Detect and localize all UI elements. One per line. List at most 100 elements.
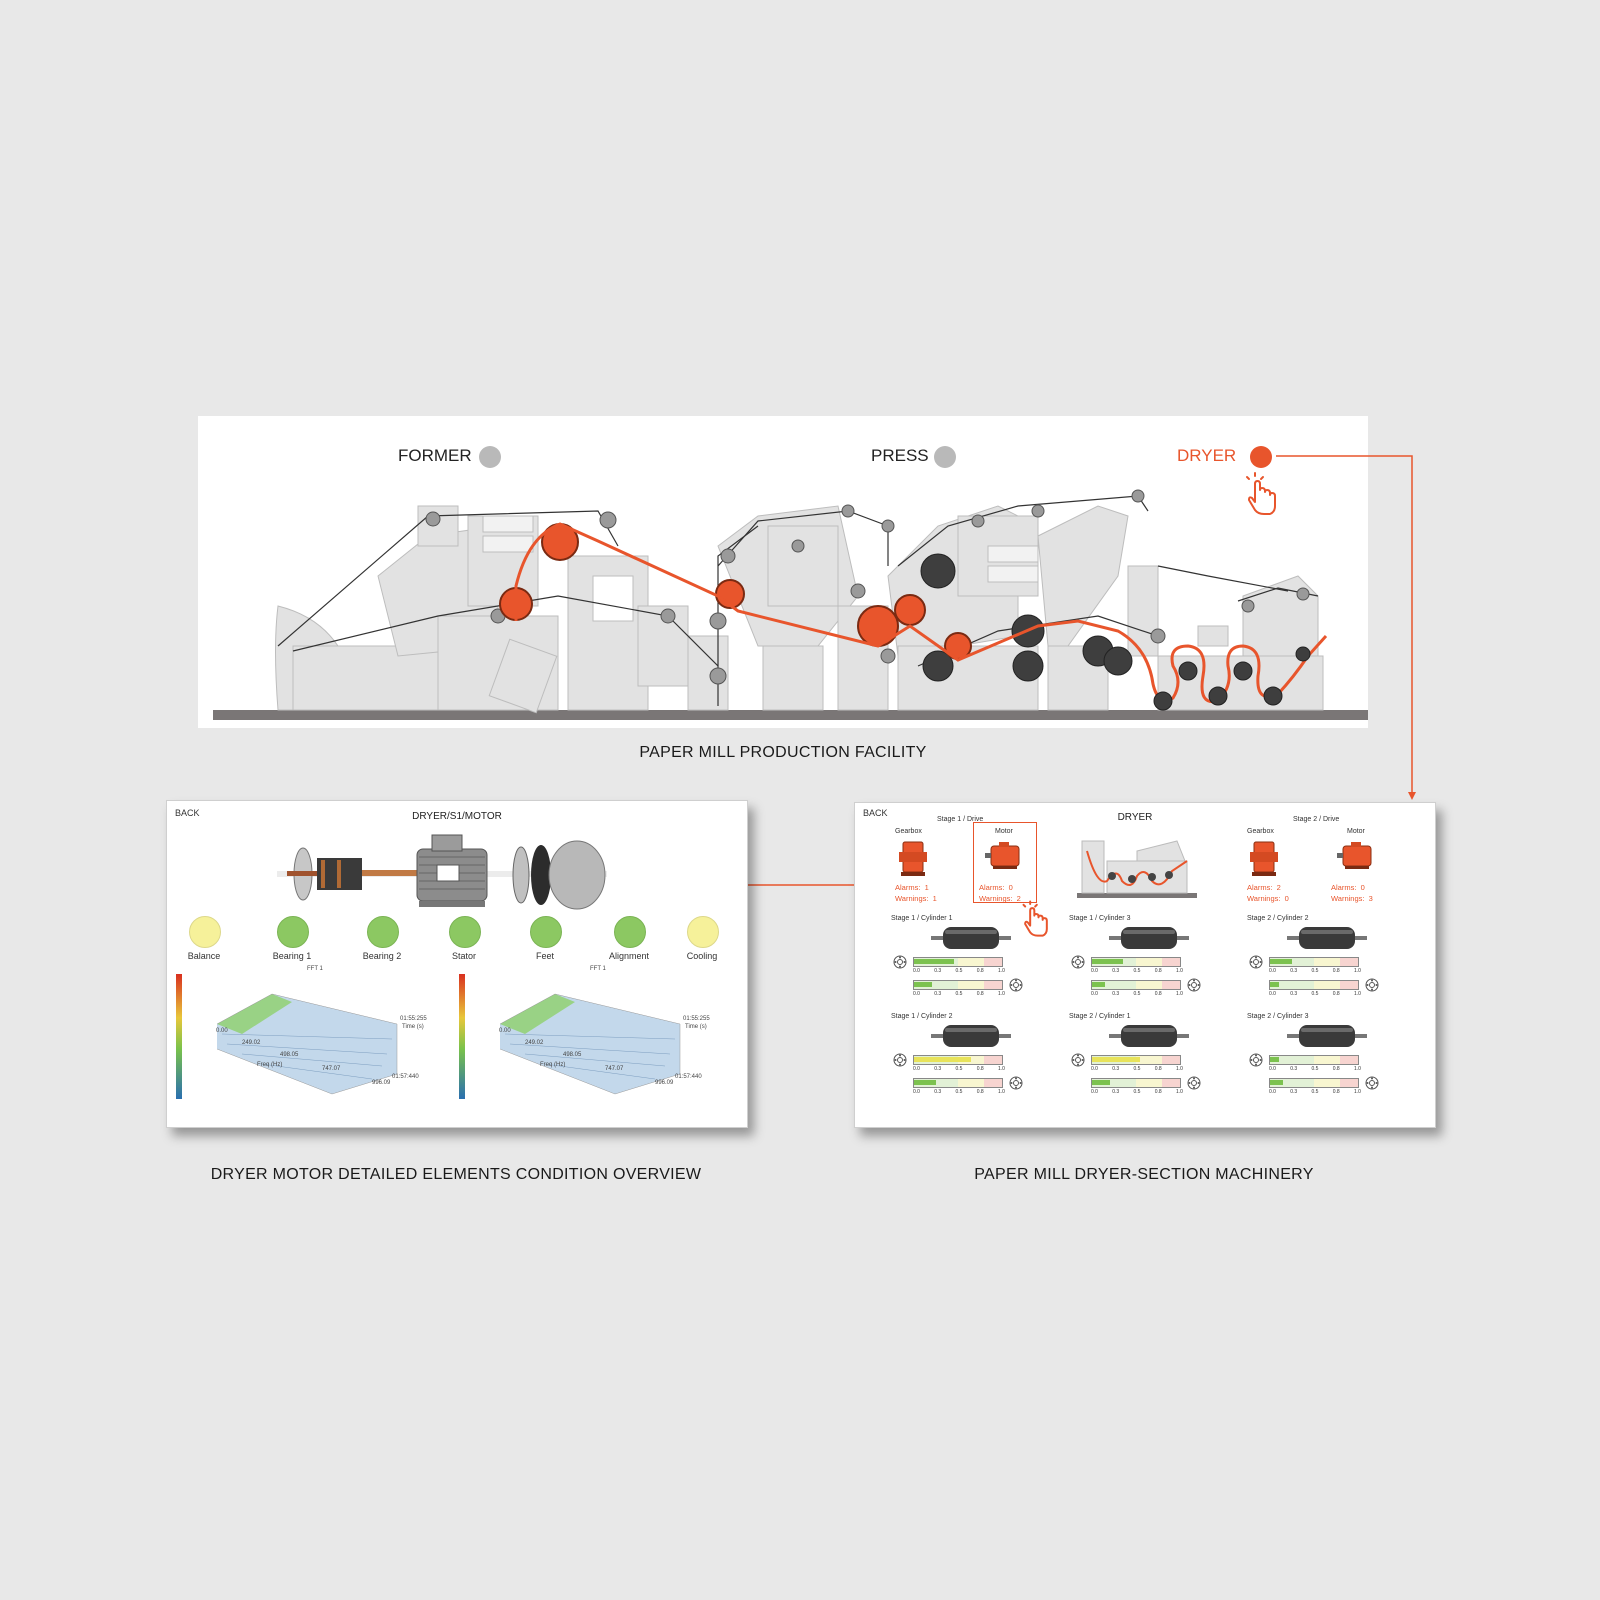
back-button[interactable]: BACK bbox=[863, 808, 888, 818]
section-press-label[interactable]: PRESS bbox=[871, 446, 929, 465]
bearing-icon bbox=[1009, 1076, 1023, 1090]
fft-plot-2[interactable]: FFT 1 0.00 249.02 498.05 747.07 bbox=[455, 966, 725, 1124]
condition-gauge bbox=[913, 957, 1003, 967]
stage1-motor-card[interactable] bbox=[973, 822, 1037, 903]
fft1-time-start: 01:55:255 bbox=[400, 1016, 427, 1022]
condition-gauge bbox=[1269, 957, 1359, 967]
gauge-tick: 0.5 bbox=[1311, 1066, 1319, 1072]
section-dryer-label[interactable]: DRYER bbox=[1177, 446, 1237, 465]
condition-gauge bbox=[913, 980, 1003, 990]
stage1-gearbox-warnings: Warnings: 1 bbox=[895, 894, 937, 903]
cylinder-title: Stage 1 / Cylinder 3 bbox=[1069, 915, 1131, 922]
dryer-screen-title: DRYER bbox=[1117, 812, 1153, 823]
gauge-tick: 0.3 bbox=[1112, 1089, 1120, 1095]
gauge-tick: 0.0 bbox=[1091, 968, 1098, 974]
stage1-motor-warnings: Warnings: 2 bbox=[979, 894, 1021, 903]
gauge-tick: 0.8 bbox=[1154, 1066, 1162, 1072]
fft-plot-1-title: FFT 1 bbox=[307, 966, 323, 972]
indicator-bearing-1[interactable] bbox=[277, 916, 309, 948]
indicator-balance-label: Balance bbox=[187, 951, 221, 961]
dryer-section-thumbnail bbox=[1077, 840, 1197, 898]
dryer-cylinder-icon bbox=[1109, 1025, 1189, 1047]
stage1-motor-label: Motor bbox=[995, 828, 1013, 835]
indicator-balance[interactable] bbox=[189, 916, 221, 948]
gauge-tick: 0.8 bbox=[976, 968, 984, 974]
gauge-tick: 0.5 bbox=[1311, 991, 1319, 997]
gauge-tick: 1.0 bbox=[998, 1089, 1005, 1095]
exploded-motor-illustration bbox=[277, 834, 607, 910]
fft2-freq-tick: 498.05 bbox=[563, 1052, 582, 1058]
gauge-tick: 0.3 bbox=[1112, 991, 1120, 997]
section-former-status-dot[interactable] bbox=[479, 446, 501, 468]
fft1-freq-tick: 996.09 bbox=[372, 1080, 391, 1086]
stage2-gearbox-label: Gearbox bbox=[1247, 828, 1274, 835]
fft2-time-end: 01:57:440 bbox=[675, 1074, 702, 1080]
cylinder-title: Stage 2 / Cylinder 3 bbox=[1247, 1013, 1309, 1020]
gauge-tick: 0.5 bbox=[955, 991, 963, 997]
gauge-tick: 0.5 bbox=[1311, 968, 1319, 974]
gauge-tick: 1.0 bbox=[1176, 1089, 1183, 1095]
gauge-tick: 0.3 bbox=[1290, 968, 1298, 974]
stage2-drive-title: Stage 2 / Drive bbox=[1293, 816, 1340, 823]
section-dryer-status-dot[interactable] bbox=[1250, 446, 1272, 468]
gauge-tick: 0.0 bbox=[1269, 1089, 1276, 1095]
fft-plot-2-title: FFT 1 bbox=[590, 966, 606, 972]
gauge-tick: 0.0 bbox=[1269, 968, 1276, 974]
gearbox-icon[interactable] bbox=[897, 838, 929, 878]
section-press-status-dot[interactable] bbox=[934, 446, 956, 468]
motor-icon[interactable] bbox=[985, 841, 1025, 871]
gauge-tick: 0.8 bbox=[976, 991, 984, 997]
indicator-stator[interactable] bbox=[449, 916, 481, 948]
fft-surface-2 bbox=[459, 974, 681, 1099]
indicator-bearing-2[interactable] bbox=[367, 916, 399, 948]
condition-gauge bbox=[1091, 957, 1181, 967]
indicator-cooling[interactable] bbox=[687, 916, 719, 948]
gauge-tick: 1.0 bbox=[998, 1066, 1005, 1072]
cylinder-title: Stage 2 / Cylinder 1 bbox=[1069, 1013, 1131, 1020]
condition-gauge bbox=[1091, 1055, 1181, 1065]
facility-caption: PAPER MILL PRODUCTION FACILITY bbox=[639, 744, 927, 761]
stage1-drive-title: Stage 1 / Drive bbox=[937, 816, 984, 823]
gauge-tick: 0.3 bbox=[1112, 968, 1120, 974]
back-button[interactable]: BACK bbox=[175, 808, 200, 818]
dryer-screen: BACK DRYER Stage 1 / Drive Stage 2 / Dri… bbox=[854, 802, 1436, 1128]
cylinder-title: Stage 1 / Cylinder 2 bbox=[891, 1013, 953, 1020]
gearbox-icon[interactable] bbox=[1248, 838, 1280, 878]
fft2-freq-tick: 249.02 bbox=[525, 1040, 544, 1046]
cylinder-title: Stage 1 / Cylinder 1 bbox=[891, 915, 953, 922]
gauge-tick: 0.3 bbox=[1290, 1089, 1298, 1095]
gauge-tick: 0.5 bbox=[955, 1066, 963, 1072]
gauge-tick: 0.5 bbox=[955, 968, 963, 974]
indicator-alignment[interactable] bbox=[614, 916, 646, 948]
facility-panel: FORMER PRESS DRYER bbox=[198, 416, 1368, 728]
fft2-freq-tick: 747.07 bbox=[605, 1066, 624, 1072]
pointer-hand-icon bbox=[1022, 900, 1048, 937]
gauge-tick: 0.5 bbox=[1133, 1066, 1141, 1072]
indicator-feet[interactable] bbox=[530, 916, 562, 948]
gauge-tick: 0.3 bbox=[1290, 991, 1298, 997]
motor-icon[interactable] bbox=[1337, 841, 1377, 871]
gauge-tick: 0.8 bbox=[1332, 991, 1340, 997]
dryer-cylinder-icon bbox=[1287, 1025, 1367, 1047]
bearing-icon bbox=[893, 1053, 907, 1067]
gauge-tick: 0.5 bbox=[1133, 1089, 1141, 1095]
dryer-screen-caption: PAPER MILL DRYER-SECTION MACHINERY bbox=[974, 1166, 1314, 1183]
gauge-tick: 0.8 bbox=[1332, 1066, 1340, 1072]
fft2-freq-tick: 0.00 bbox=[499, 1028, 511, 1034]
condition-gauge bbox=[913, 1055, 1003, 1065]
fft-plot-1[interactable]: FFT 1 0.00 249.02 498.05 747.07 bbox=[172, 966, 442, 1124]
dryer-cylinder-icon bbox=[931, 1025, 1011, 1047]
fft1-freq-tick: 747.07 bbox=[322, 1066, 341, 1072]
section-former-label[interactable]: FORMER bbox=[398, 446, 472, 465]
